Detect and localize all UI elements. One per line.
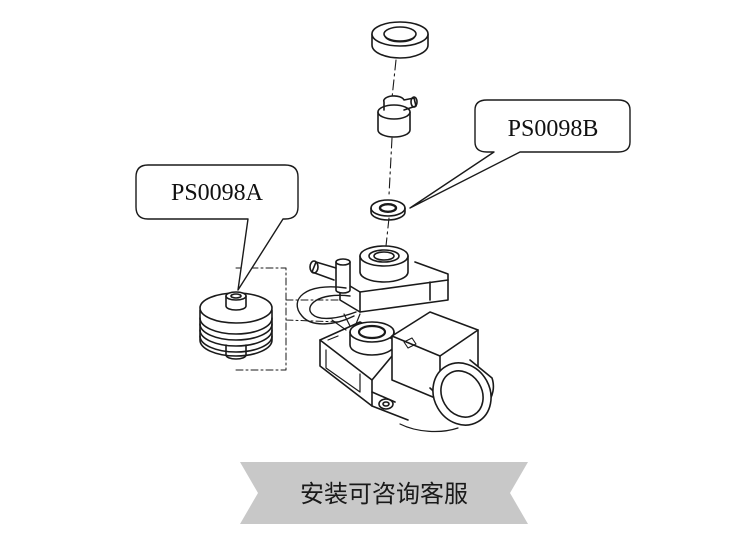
callout-label-ps0098a: PS0098A — [171, 180, 264, 206]
install-service-banner: 安装可咨询客服 — [240, 462, 528, 524]
assembly-center-line — [385, 59, 397, 247]
washer-ps0098b — [370, 199, 406, 221]
top-grommet — [371, 21, 429, 59]
elbow-fitting — [377, 95, 418, 138]
banner-text: 安装可咨询客服 — [300, 480, 468, 508]
callout-label-ps0098b: PS0098B — [508, 116, 599, 142]
pulley-ps0098a — [199, 291, 273, 360]
callout-ps0098b — [409, 99, 631, 209]
valve-housing — [296, 245, 495, 433]
callout-ps0098a — [135, 164, 299, 291]
